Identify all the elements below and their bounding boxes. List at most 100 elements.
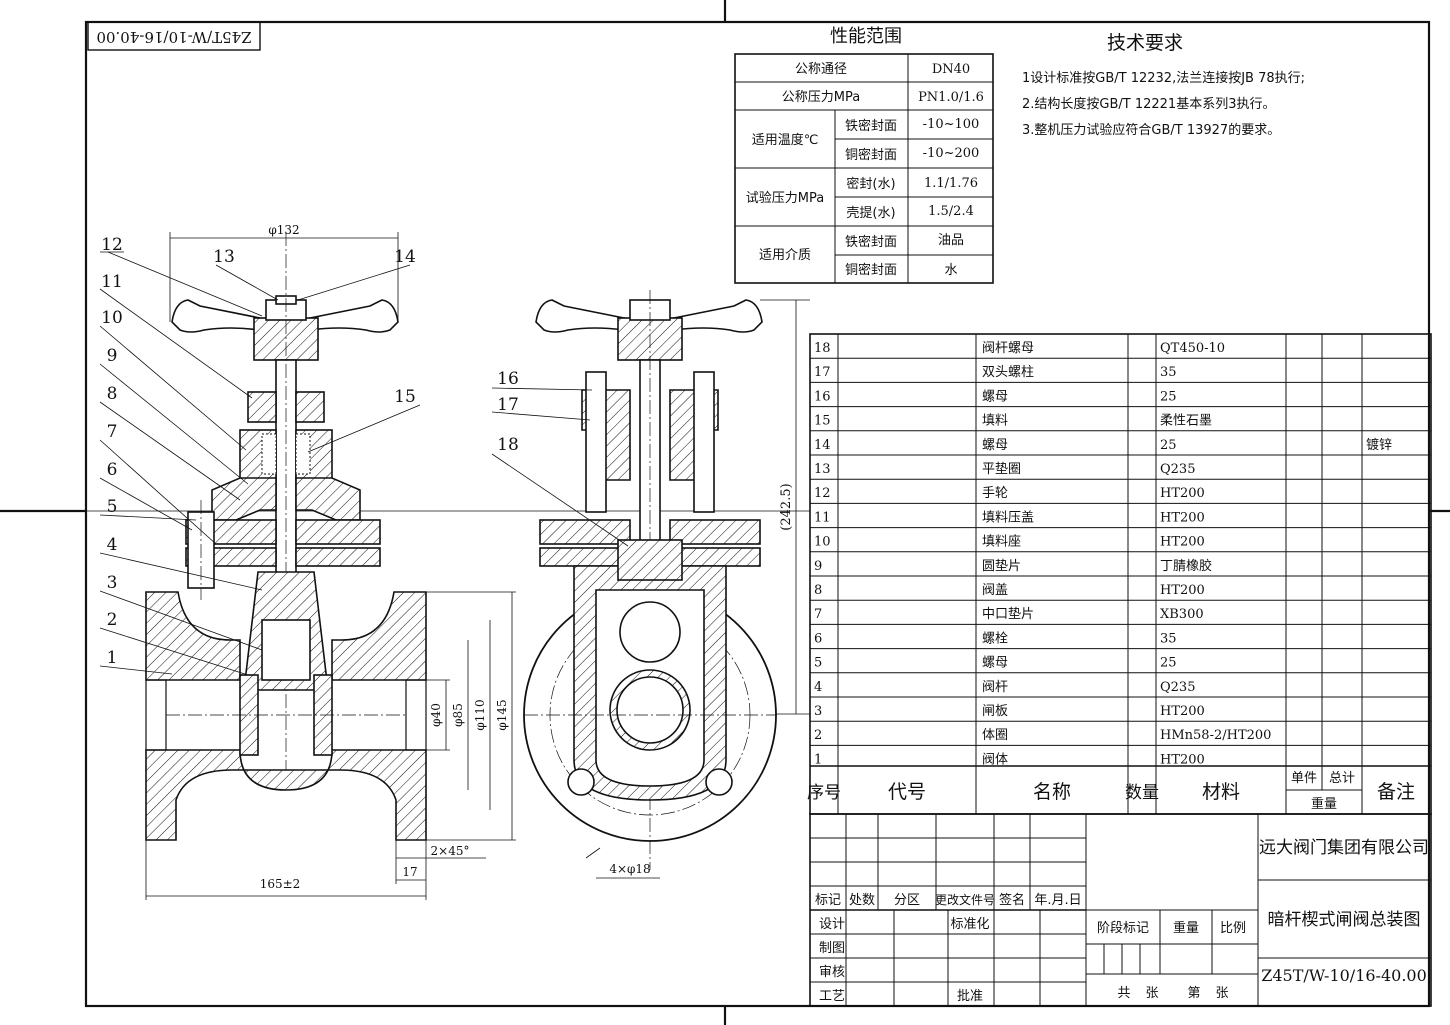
bom-cell-material: 35 [1160, 631, 1177, 646]
tb-company: 远大阀门集团有限公司 [1259, 838, 1429, 858]
tb-rev-count: 处数 [849, 893, 875, 908]
perf-value-nominal-diameter: DN40 [932, 62, 970, 77]
perf-val-temp-1: -10~100 [923, 117, 980, 132]
performance-table: 性能范围 公称通径 DN40 公称压力MPa PN1.0/1.6 适用温度℃ 铁… [734, 26, 994, 284]
bom-cell-material: Q235 [1160, 462, 1195, 477]
perf-val-test-2: 1.5/2.4 [928, 204, 974, 219]
tech-title: 技术要求 [1107, 32, 1183, 54]
bom-cell-material: 柔性石墨 [1160, 414, 1212, 429]
tb-role-process: 工艺 [819, 989, 845, 1004]
performance-title: 性能范围 [830, 26, 902, 47]
balloon-16: 16 [497, 369, 519, 389]
bom-cell-no: 5 [814, 656, 822, 671]
tb-rev-mark: 标记 [815, 893, 841, 908]
bom-cell-name: 填料座 [982, 535, 1021, 550]
bom-cell-name: 手轮 [982, 486, 1008, 501]
bom-grid [810, 357, 1431, 746]
perf-label-nominal-pressure: 公称压力MPa [782, 90, 860, 105]
dim-165: 165±2 [260, 877, 301, 891]
perf-val-test-1: 1.1/1.76 [924, 176, 978, 191]
bom-cell-material: 35 [1160, 365, 1177, 380]
tb-rev-date: 年.月.日 [1034, 893, 1081, 908]
perf-sub-test-1: 密封(水) [846, 176, 895, 192]
tb-sheet-no: 第 [1187, 986, 1200, 1001]
tech-item-2: 2.结构长度按GB/T 12221基本系列3执行。 [1022, 96, 1275, 112]
bom-cell-material: 25 [1160, 389, 1177, 404]
bom-cell-no: 7 [814, 607, 822, 622]
balloon-5: 5 [107, 497, 118, 517]
side-sectional-view [523, 290, 777, 870]
bom-cell-no: 13 [814, 462, 831, 477]
balloon-3: 3 [107, 573, 118, 593]
bom-cell-material: 25 [1160, 656, 1177, 671]
bom-cell-material: 25 [1160, 438, 1177, 453]
bom-cell-no: 4 [814, 680, 822, 695]
bom-cell-material: QT450-10 [1160, 341, 1225, 356]
bom-cell-name: 螺栓 [982, 631, 1008, 646]
bom-cell-no: 2 [814, 728, 822, 743]
perf-sub-test-2: 壳提(水) [846, 205, 895, 221]
bom-cell-no: 17 [814, 365, 831, 380]
bom-cell-name: 阀杆 [982, 680, 1008, 695]
tb-sheet-unit-2: 张 [1215, 986, 1228, 1001]
perf-label-nominal-diameter: 公称通径 [795, 62, 847, 77]
bom-header-weight: 重量 [1311, 796, 1337, 812]
bom-cell-no: 16 [814, 389, 831, 404]
tb-std: 标准化 [950, 917, 989, 932]
tb-scale: 比例 [1220, 921, 1246, 936]
balloon-12: 12 [101, 235, 123, 255]
bom-header-no: 序号 [807, 783, 841, 803]
dim-phi40: φ40 [429, 703, 443, 727]
perf-label-temperature: 适用温度℃ [752, 132, 819, 148]
bom-cell-no: 11 [814, 510, 831, 525]
dim-17: 17 [402, 865, 417, 879]
perf-label-test-pressure: 试验压力MPa [746, 190, 824, 206]
bom-cell-no: 18 [814, 341, 831, 356]
tb-rev-doc: 更改文件号 [935, 892, 995, 907]
bom-cell-name: 闸板 [982, 704, 1008, 719]
perf-val-medium-2: 水 [944, 263, 957, 278]
bom-cell-material: HT200 [1160, 752, 1205, 767]
bom-cell-no: 9 [814, 559, 822, 574]
tb-drawing-no: Z45T/W-10/16-40.00 [1261, 966, 1427, 985]
technical-requirements: 技术要求 1设计标准按GB/T 12232,法兰连接按JB 78执行; 2.结构… [1022, 32, 1305, 138]
drawing-code-rotated: Z45T/W-10/16-40.00 [96, 28, 251, 46]
tb-stage: 阶段标记 [1097, 921, 1149, 936]
tb-role-draw: 制图 [819, 941, 845, 956]
dimensions: φ132 φ40 φ85 φ110 φ145 2×45° 17 165±2 4×… [145, 223, 810, 900]
balloon-13: 13 [213, 247, 235, 267]
bom-cell-material: HT200 [1160, 583, 1205, 598]
balloon-14: 14 [394, 247, 416, 267]
title-block: 远大阀门集团有限公司 暗杆楔式闸阀总装图 Z45T/W-10/16-40.00 … [809, 813, 1432, 1007]
bom-cell-no: 12 [814, 486, 831, 501]
bom-cell-no: 10 [814, 535, 831, 550]
dim-holes: 4×φ18 [609, 862, 650, 876]
balloon-1: 1 [107, 648, 118, 668]
balloon-17: 17 [497, 395, 519, 415]
bom-cell-no: 3 [814, 704, 822, 719]
bom-cell-name: 填料 [982, 414, 1008, 429]
front-sectional-view [145, 232, 427, 841]
balloon-7: 7 [107, 422, 118, 442]
bom-cell-no: 14 [814, 438, 831, 453]
tb-drawing-name: 暗杆楔式闸阀总装图 [1268, 910, 1421, 930]
bom-cell-name: 阀杆螺母 [982, 341, 1034, 356]
tb-role-check: 审核 [819, 965, 845, 980]
bom-cell-no: 6 [814, 631, 822, 646]
